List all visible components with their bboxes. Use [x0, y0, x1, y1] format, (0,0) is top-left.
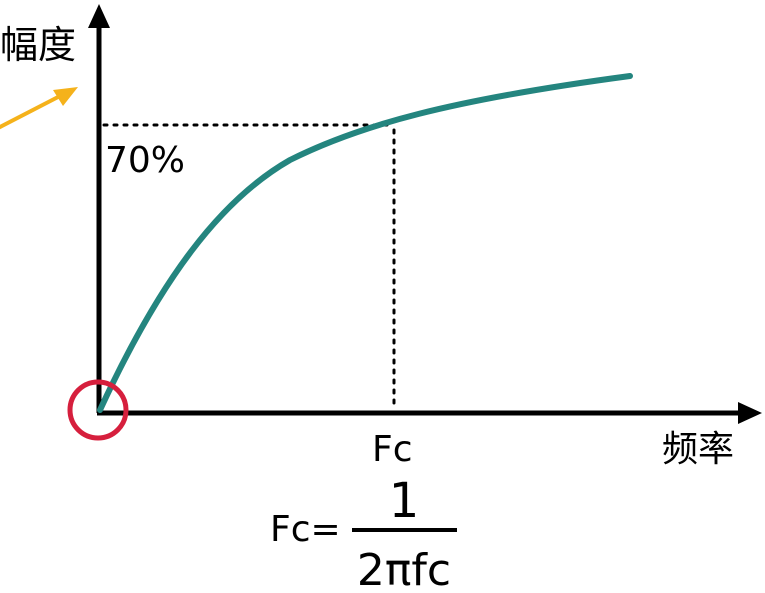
- x-axis-label: 频率: [662, 429, 734, 470]
- response-curve: [97, 73, 633, 413]
- formula-numerator: 1: [389, 473, 420, 529]
- pointer-arrow-shaft: [0, 94, 61, 130]
- origin-circle: [67, 379, 129, 441]
- cutoff-marker-label: Fc: [372, 429, 413, 470]
- formula-denominator: 2πfc: [357, 545, 451, 593]
- amplitude-marker-label: 70%: [105, 140, 185, 181]
- y-axis-label: 幅度: [0, 23, 76, 67]
- formula-lhs: Fc=: [270, 509, 341, 550]
- x-axis-arrowhead: [738, 402, 762, 424]
- pointer-arrow-head: [53, 87, 78, 106]
- cutoff-formula: Fc= 1 2πfc: [270, 473, 457, 593]
- y-axis-arrowhead: [88, 4, 110, 28]
